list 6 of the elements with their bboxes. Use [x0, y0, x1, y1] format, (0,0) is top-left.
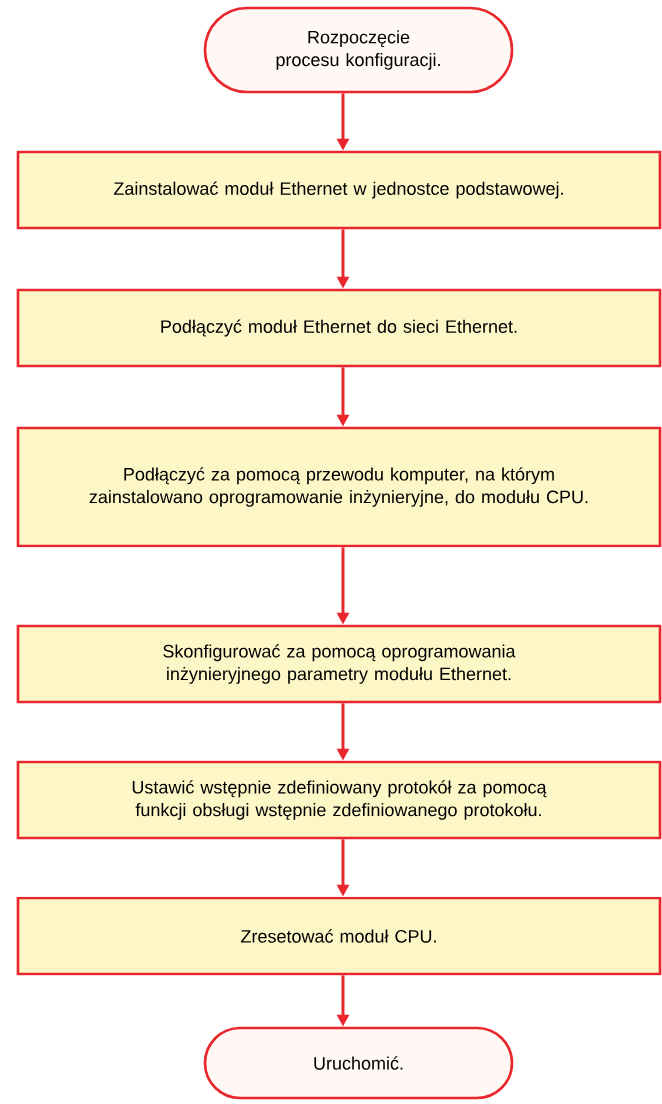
process-box: Ustawić wstępnie zdefiniowany protokół za pomocą funkcji obsługi wstępnie zdefiniowanego protokołu. [16, 760, 662, 840]
process-box: Podłączyć za pomocą przewodu komputer, na którym zainstalowano oprogramowanie inżynieryjne, do modułu CPU. [16, 426, 662, 548]
process-box: Skonfigurować za pomocą oprogramowania inżynieryjnego parametry modułu Ethernet. [16, 624, 662, 704]
process-box: Zresetować moduł CPU. [16, 896, 662, 976]
process-box: Podłączyć moduł Ethernet do sieci Ethernet. [16, 288, 662, 368]
process-box: Zainstalować moduł Ethernet w jednostce podstawowej. [16, 150, 662, 230]
